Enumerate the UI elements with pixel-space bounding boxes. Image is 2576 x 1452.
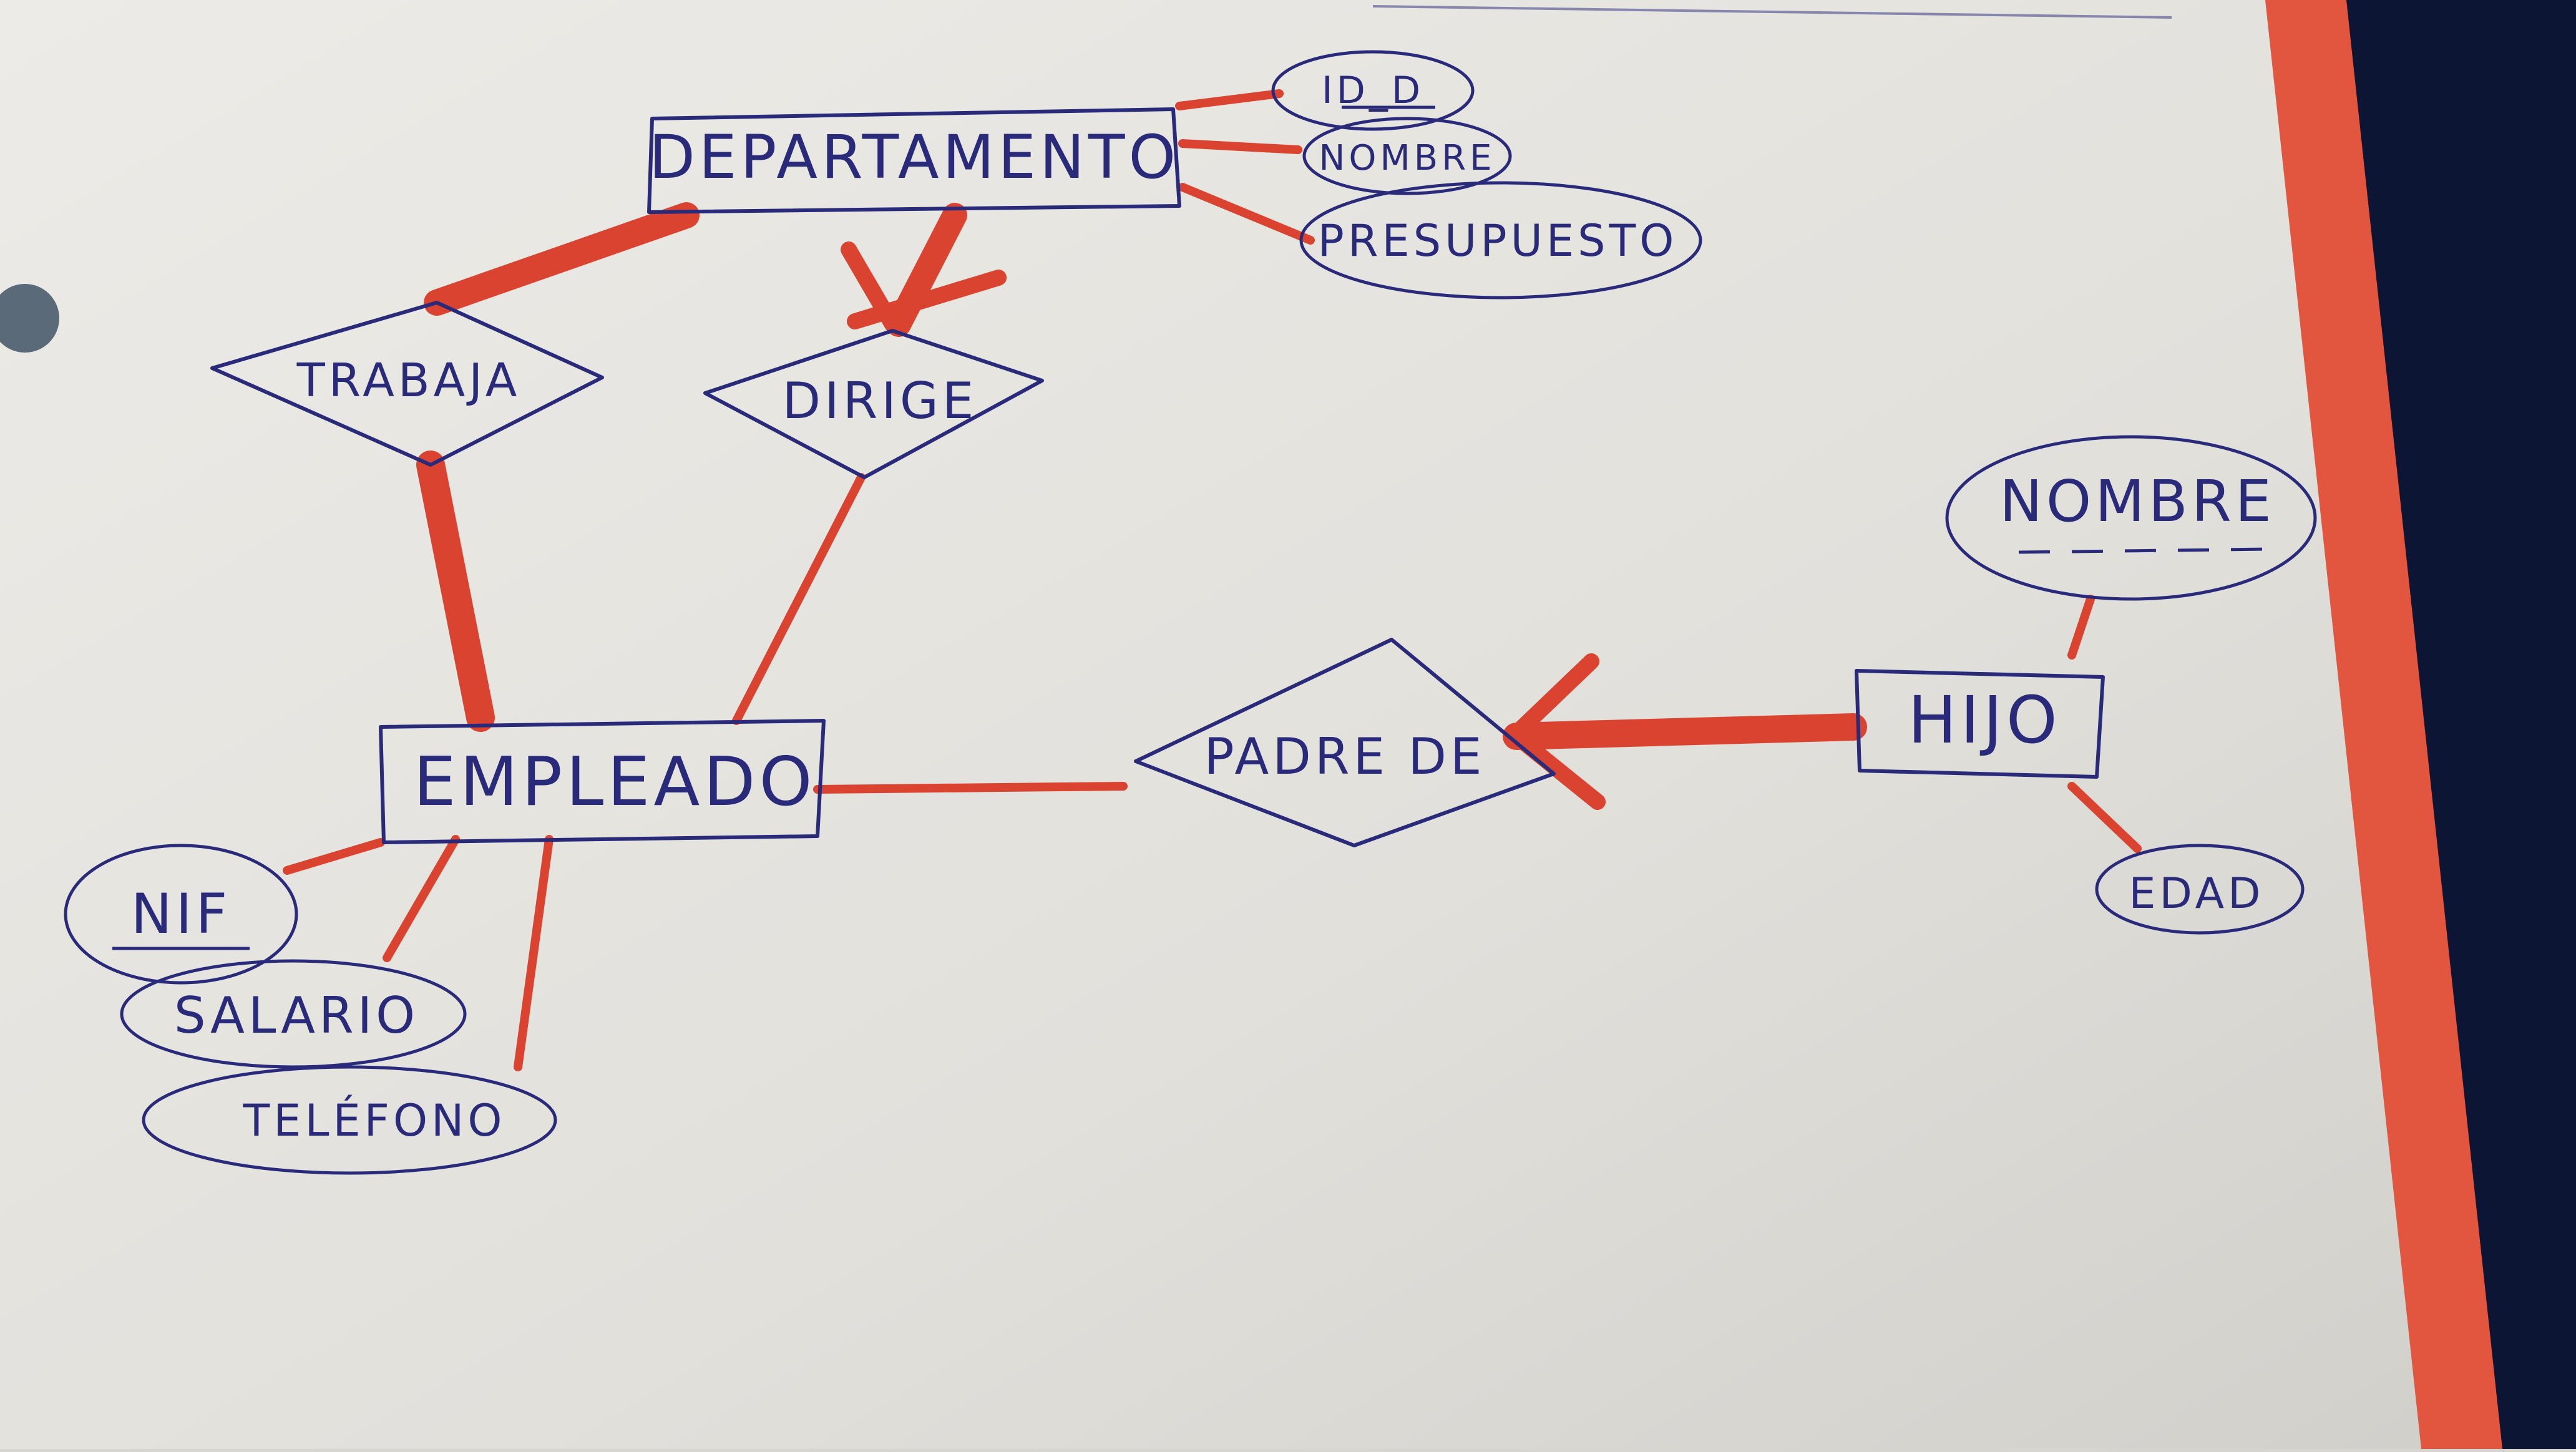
red-folder-edge [2247,0,2502,1449]
attribute-label-id-d: ID_D [1322,69,1424,112]
attribute-shapes [64,50,2317,1175]
entity-box-hijo [1855,669,2105,779]
padre-de-arrow-barb-lower [1508,728,1606,810]
attribute-ellipse-nombre-departamento [1302,117,1512,195]
line-hijo-padre-de [1503,713,1867,750]
entity-label-empleado: EMPLEADO [413,743,816,821]
connector-lines [283,89,2142,1071]
top-pen-line [1372,5,2172,19]
attribute-ellipse-nif [64,844,298,985]
line-salario [383,835,460,962]
relationship-shapes [210,301,1556,847]
relationship-label-dirige: DIRIGE [783,372,978,430]
padre-de-arrow-barb-upper [1508,653,1599,741]
dirige-arrow-barb-left [841,241,900,333]
attribute-ellipse-presupuesto [1299,181,1702,300]
punch-hole [0,284,59,353]
line-empleado-padre-de [813,782,1128,794]
key-underlines [112,105,2272,950]
attribute-ellipse-edad [2095,844,2305,935]
entity-label-departamento: DEPARTAMENTO [649,122,1179,192]
line-departamento-trabaja [424,202,700,316]
line-trabaja-empleado [416,451,495,732]
line-id-d [1175,89,1284,110]
relationship-diamond-dirige [703,329,1044,479]
attribute-label-nif: NIF [131,882,231,946]
entity-box-empleado [379,719,826,844]
attribute-ellipse-id-d [1271,50,1475,131]
attribute-label-telefono: TELÉFONO [242,1095,505,1146]
entity-box-departamento [647,107,1181,214]
attribute-ellipse-salario [120,959,467,1069]
line-nif [283,838,385,875]
line-nombre-departamento [1178,139,1302,154]
relationship-label-padre-de: PADRE DE [1204,728,1485,786]
attribute-ellipse-nombre-hijo [1945,435,2317,601]
attribute-ellipse-telefono [142,1065,557,1175]
relationship-diamond-padre-de [1134,638,1556,847]
attribute-label-nombre-departamento: NOMBRE [1319,138,1496,178]
line-nombre-hijo [2067,595,2095,660]
attribute-label-nombre-hijo: NOMBRE [1999,468,2275,535]
dashed-underline-nombre-hijo [2018,547,2272,554]
entity-shapes [379,107,2105,844]
line-edad [2067,782,2142,853]
relationship-label-trabaja: TRABAJA [296,354,521,407]
line-telefono [514,835,554,1071]
attribute-label-salario: SALARIO [174,987,419,1045]
relationship-diamond-trabaja [210,301,604,467]
entity-label-hijo: HIJO [1908,682,2061,758]
attribute-label-presupuesto: PRESUPUESTO [1318,215,1678,266]
line-presupuesto [1178,183,1315,245]
line-dirige-empleado [732,473,866,725]
attribute-label-edad: EDAD [2129,869,2264,918]
